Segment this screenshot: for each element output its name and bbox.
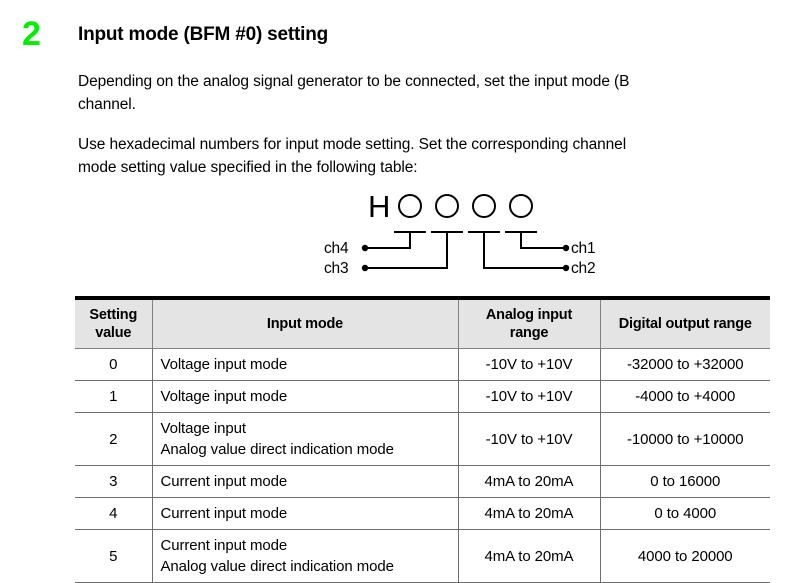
- body-paragraph-2: Use hexadecimal numbers for input mode s…: [78, 136, 627, 176]
- digit-circle-1: [509, 194, 533, 218]
- channel-label-ch4: ch4: [324, 240, 349, 257]
- cell-setting-value: 3: [75, 465, 153, 498]
- table-header-row: Setting value Input mode Analog input ra…: [75, 296, 770, 349]
- cell-setting-value: 1: [75, 380, 153, 413]
- cell-input-mode: Voltage input mode: [152, 380, 459, 413]
- column-header-digital-output-range: Digital output range: [600, 296, 770, 349]
- input-mode-table: Setting value Input mode Analog input ra…: [75, 296, 770, 583]
- table-row: 0 Voltage input mode -10V to +10V-32000 to…: [75, 348, 770, 381]
- hex-prefix-letter: H: [368, 189, 391, 224]
- channel-label-ch1: ch1: [571, 240, 596, 257]
- bullet-ch1: [562, 244, 570, 252]
- cell-digital-output-range: -32000 to +32000: [600, 348, 770, 381]
- channel-label-ch3: ch3: [324, 260, 349, 277]
- mode-line: Current input mode: [160, 537, 288, 554]
- cell-digital-output-range: 0 to 16000: [600, 465, 770, 498]
- cell-digital-output-range: -4000 to +4000: [600, 380, 770, 413]
- cell-analog-input-range: -10V to +10V: [458, 348, 601, 381]
- cell-analog-input-range: -10V to +10V: [458, 380, 601, 413]
- mode-line: Analog value direct indication mode: [160, 441, 394, 458]
- table-row: 1 Voltage input mode -10V to +10V-4000 to …: [75, 380, 770, 413]
- cell-setting-value: 0: [75, 348, 153, 381]
- mode-line: Current input mode: [160, 505, 288, 522]
- column-header-setting-value: Setting value: [75, 296, 153, 349]
- cell-digital-output-range: 4000 to 20000: [600, 529, 770, 583]
- section-number: 2: [22, 15, 41, 53]
- digit-circle-3: [435, 194, 459, 218]
- mode-line: Voltage input: [160, 420, 247, 437]
- diagram-leader-lines: [361, 232, 570, 272]
- cell-analog-input-range: 4mA to 20mA: [458, 497, 601, 530]
- input-mode-diagram: H ch4 ch3 ch1 ch2: [324, 189, 630, 285]
- cell-digital-output-range: -10000 to +10000: [600, 412, 770, 466]
- bullet-ch2: [562, 264, 570, 272]
- mode-line: Voltage input mode: [160, 388, 288, 405]
- cell-input-mode: Voltage input mode: [152, 348, 459, 381]
- cell-analog-input-range: 4mA to 20mA: [458, 465, 601, 498]
- page-title: Input mode (BFM #0) setting: [78, 24, 329, 45]
- mode-line: Current input mode: [160, 473, 288, 490]
- bullet-ch3: [361, 264, 369, 272]
- cell-digital-output-range: 0 to 4000: [600, 497, 770, 530]
- cell-analog-input-range: 4mA to 20mA: [458, 529, 601, 583]
- cell-input-mode: Current input mode: [152, 497, 459, 530]
- section-header: 2 Input mode (BFM #0) setting: [0, 14, 800, 62]
- channel-label-ch2: ch2: [571, 260, 596, 277]
- cell-setting-value: 2: [75, 412, 153, 466]
- mode-line: Analog value direct indication mode: [160, 558, 394, 575]
- cell-analog-input-range: -10V to +10V: [458, 412, 601, 466]
- mode-line: Voltage input mode: [160, 356, 288, 373]
- body-paragraph-1: Depending on the analog signal generator…: [78, 73, 630, 113]
- bullet-ch4: [361, 244, 369, 252]
- digit-circle-2: [472, 194, 496, 218]
- digit-circle-4: [398, 194, 422, 218]
- cell-setting-value: 5: [75, 529, 153, 583]
- cell-setting-value: 4: [75, 497, 153, 530]
- column-header-input-mode: Input mode: [152, 296, 459, 349]
- column-header-analog-input-range: Analog input range: [458, 296, 601, 349]
- cell-input-mode: Current input mode: [152, 465, 459, 498]
